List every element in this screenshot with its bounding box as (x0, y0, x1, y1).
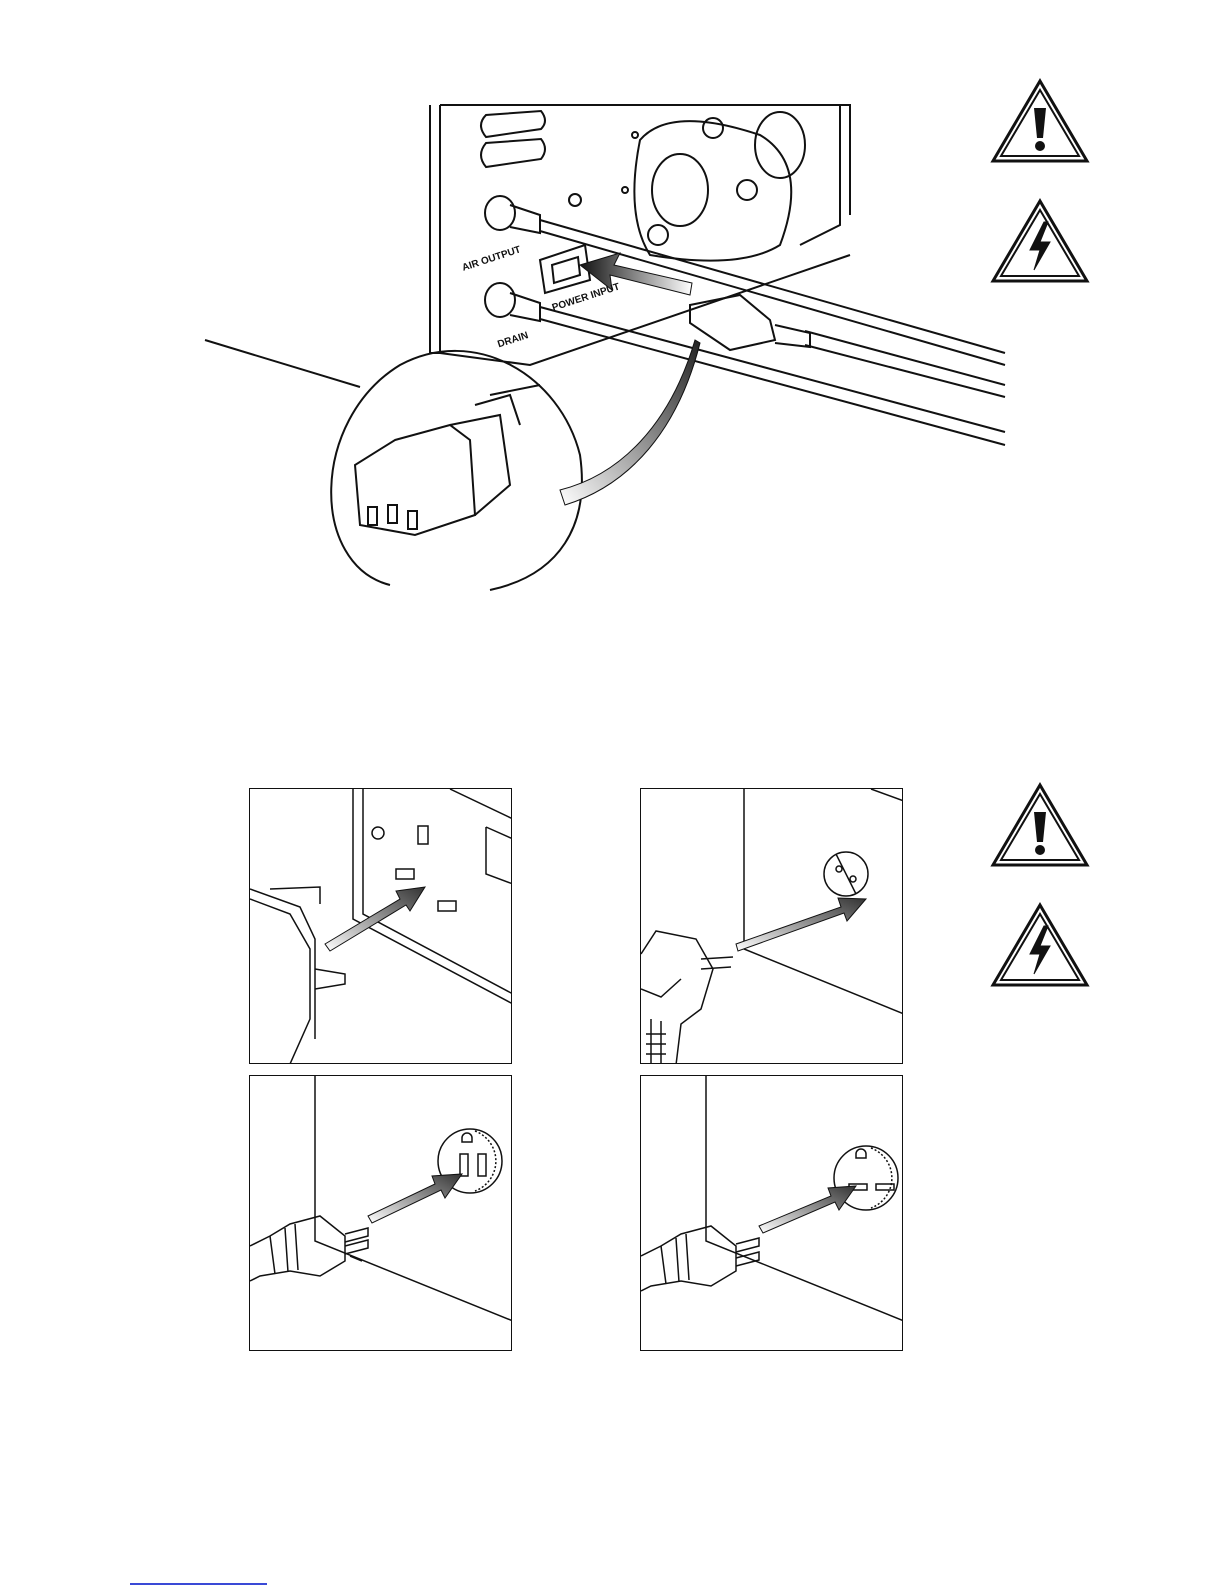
electric-shock-icon (990, 902, 1090, 988)
machine-rear-illustration: AIR OUTPUT POWER INPUT DRAIN (200, 95, 1010, 595)
drain-label: DRAIN (496, 330, 530, 350)
panel-uk-plug (249, 788, 512, 1064)
warning-exclamation-icon (990, 78, 1090, 164)
panel-us-plug (249, 1075, 512, 1351)
power-input-label: POWER INPUT (551, 282, 622, 314)
panel-us-240v-plug (640, 1075, 903, 1351)
electric-shock-icon (990, 198, 1090, 284)
panel-eu-plug (640, 788, 903, 1064)
warning-exclamation-icon (990, 782, 1090, 868)
air-output-label: AIR OUTPUT (461, 244, 523, 273)
